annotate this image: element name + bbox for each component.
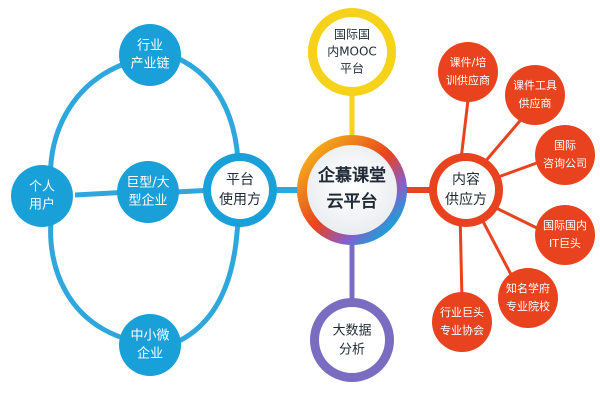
user-type-individual-line2: 用户 (29, 197, 55, 213)
big-data-node: 大数据 分析 (310, 298, 394, 382)
user-type-sme-line2: 企业 (137, 346, 163, 362)
link-supplier-6 (458, 211, 464, 301)
supplier-it-giants: 国际国内 IT巨头 (535, 205, 595, 265)
platform-users-line2: 使用方 (219, 191, 261, 208)
user-type-sme: 中小微 企业 (119, 314, 181, 376)
mooc-label-line1: 国际国 (334, 28, 370, 42)
supplier-2-line1: 课件工具 (513, 79, 557, 92)
user-type-large-line2: 型企业 (128, 193, 167, 209)
content-suppliers-node: 内容 供应方 (429, 153, 503, 227)
center-label-line1: 企慕课堂 (317, 165, 386, 186)
mooc-node: 国际国 内MOOC 平台 (308, 8, 396, 96)
user-type-large-line1: 巨型/大 (126, 176, 169, 191)
supplier-2-line2: 供应商 (519, 96, 552, 110)
link-supplier-5 (476, 211, 517, 283)
supplier-1-line1: 课件/培 (450, 55, 487, 69)
supplier-6-line2: 专业协会 (440, 323, 484, 337)
platform-users-node: 平台 使用方 (203, 153, 277, 227)
supplier-industry-associations: 行业巨头 专业协会 (432, 292, 492, 352)
platform-users-line1: 平台 (226, 172, 254, 188)
user-type-individual-line1: 个人 (29, 180, 55, 195)
content-suppliers-line2: 供应方 (445, 191, 487, 208)
big-data-label-line1: 大数据 (332, 324, 371, 339)
link-supplier-4 (489, 203, 546, 234)
supplier-universities: 知名学府 专业院校 (498, 268, 558, 328)
mooc-label-line2: 内MOOC (327, 45, 377, 59)
supplier-4-line2: IT巨头 (549, 237, 581, 250)
center-label-line2: 云平台 (327, 191, 378, 212)
supplier-courseware-training: 课件/培 训供应商 (438, 42, 498, 102)
user-type-industry: 行业 产业链 (119, 24, 181, 86)
supplier-5-line2: 专业院校 (506, 299, 550, 313)
content-suppliers-line1: 内容 (452, 171, 480, 188)
supplier-1-line2: 训供应商 (446, 73, 490, 87)
user-type-sme-line1: 中小微 (130, 329, 169, 344)
supplier-6-line1: 行业巨头 (440, 306, 484, 319)
supplier-3-line2: 咨询公司 (543, 156, 587, 170)
mooc-label-line3: 平台 (340, 61, 364, 76)
user-type-large-enterprise: 巨型/大 型企业 (117, 161, 179, 223)
big-data-label-line2: 分析 (339, 343, 365, 358)
supplier-3-line1: 国际 (554, 139, 576, 152)
supplier-courseware-tools: 课件工具 供应商 (505, 65, 565, 125)
user-type-industry-line2: 产业链 (130, 57, 169, 72)
user-type-industry-line1: 行业 (137, 39, 163, 54)
supplier-intl-consulting: 国际 咨询公司 (535, 125, 595, 185)
supplier-5-line1: 知名学府 (506, 281, 550, 295)
user-type-individual: 个人 用户 (11, 165, 73, 227)
center-node: 企慕课堂 云平台 (297, 135, 407, 245)
supplier-4-line1: 国际国内 (543, 218, 587, 232)
